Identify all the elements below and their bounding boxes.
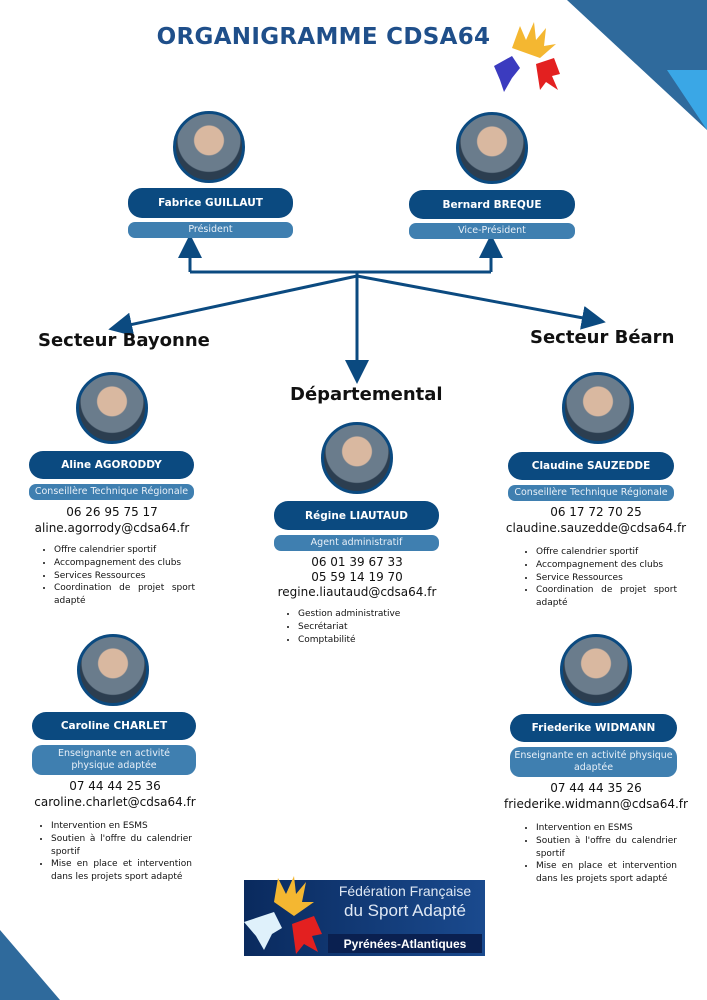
page-title: ORGANIGRAMME CDSA64 xyxy=(156,24,491,50)
sector-heading-bearn: Secteur Béarn xyxy=(530,327,675,348)
logo-line1: Fédération Française xyxy=(338,883,472,899)
email[interactable]: regine.liautaud@cdsa64.fr xyxy=(277,585,437,599)
role-pill: Agent administratif xyxy=(274,535,439,551)
contact-friederike: 07 44 44 35 26 friederike.widmann@cdsa64… xyxy=(496,780,696,812)
ffsa-logo: Fédération Française du Sport Adapté Pyr… xyxy=(244,876,485,956)
task: Mise en place et intervention dans les p… xyxy=(51,858,192,884)
cdsa-hands-logo-icon xyxy=(494,22,560,92)
task-list: Offre calendrier sportif Accompagnement … xyxy=(520,546,677,610)
task: Coordination de projet sport adapté xyxy=(54,582,195,608)
task: Offre calendrier sportif xyxy=(536,546,677,559)
task-list: Intervention en ESMS Soutien à l'offre d… xyxy=(35,820,192,884)
phone: 07 44 44 35 26 xyxy=(550,781,642,795)
decor-triangle xyxy=(0,930,60,1000)
contact-claudine: 06 17 72 70 25 claudine.sauzedde@cdsa64.… xyxy=(496,504,696,536)
phone: 06 26 95 75 17 xyxy=(66,505,158,519)
task: Accompagnement des clubs xyxy=(536,559,677,572)
phone: 07 44 44 25 36 xyxy=(69,779,161,793)
phone: 06 17 72 70 25 xyxy=(550,505,642,519)
name-pill: Régine LIAUTAUD xyxy=(274,501,439,530)
logo-line3: Pyrénées-Atlantiques xyxy=(328,934,482,953)
task: Services Ressources xyxy=(54,570,195,583)
sector-heading-bayonne: Secteur Bayonne xyxy=(38,330,210,351)
task: Mise en place et intervention dans les p… xyxy=(536,860,677,886)
avatar-bernard xyxy=(456,112,528,184)
task-list: Offre calendrier sportif Accompagnement … xyxy=(38,544,195,608)
email[interactable]: caroline.charlet@cdsa64.fr xyxy=(34,795,196,809)
task: Coordination de projet sport adapté xyxy=(536,584,677,610)
name-pill: Friederike WIDMANN xyxy=(510,714,677,742)
task: Secrétariat xyxy=(298,621,442,634)
task: Soutien à l'offre du calendrier sportif xyxy=(536,835,677,861)
task: Accompagnement des clubs xyxy=(54,557,195,570)
role-pill: Conseillère Technique Régionale xyxy=(29,484,194,500)
task: Intervention en ESMS xyxy=(51,820,192,833)
org-connectors xyxy=(108,234,606,384)
task: Comptabilité xyxy=(298,634,442,647)
task-list: Intervention en ESMS Soutien à l'offre d… xyxy=(520,822,677,886)
task-list: Gestion administrative Secrétariat Compt… xyxy=(282,608,442,646)
contact-caroline: 07 44 44 25 36 caroline.charlet@cdsa64.f… xyxy=(20,778,210,810)
task: Gestion administrative xyxy=(298,608,442,621)
role-pill: Conseillère Technique Régionale xyxy=(508,485,674,501)
role-pill: Enseignante en activité physique adaptée xyxy=(32,745,196,775)
role-pill: Enseignante en activité physique adaptée xyxy=(510,747,677,777)
contact-regine: 06 01 39 67 33 05 59 14 19 70 regine.lia… xyxy=(260,555,454,600)
phone: 05 59 14 19 70 xyxy=(311,570,403,584)
logo-line2: du Sport Adapté xyxy=(344,901,466,920)
avatar-caroline xyxy=(77,634,149,706)
name-pill: Caroline CHARLET xyxy=(32,712,196,740)
task: Offre calendrier sportif xyxy=(54,544,195,557)
role-pill: Président xyxy=(128,222,293,238)
name-pill: Bernard BREQUE xyxy=(409,190,575,219)
sector-heading-departemental: Départemental xyxy=(290,384,443,405)
task: Intervention en ESMS xyxy=(536,822,677,835)
avatar-aline xyxy=(76,372,148,444)
avatar-friederike xyxy=(560,634,632,706)
task: Soutien à l'offre du calendrier sportif xyxy=(51,833,192,859)
email[interactable]: aline.agorrody@cdsa64.fr xyxy=(34,521,190,535)
role-pill: Vice-Président xyxy=(409,223,575,239)
name-pill: Claudine SAUZEDDE xyxy=(508,452,674,480)
task: Service Ressources xyxy=(536,572,677,585)
decor-triangle xyxy=(667,70,707,130)
hands-logo-icon xyxy=(244,876,322,954)
email[interactable]: friederike.widmann@cdsa64.fr xyxy=(504,797,688,811)
name-pill: Aline AGORODDY xyxy=(29,451,194,479)
contact-aline: 06 26 95 75 17 aline.agorrody@cdsa64.fr xyxy=(20,504,204,536)
email[interactable]: claudine.sauzedde@cdsa64.fr xyxy=(505,521,687,535)
name-pill: Fabrice GUILLAUT xyxy=(128,188,293,218)
phone: 06 01 39 67 33 xyxy=(311,555,403,569)
avatar-fabrice xyxy=(173,111,245,183)
avatar-regine xyxy=(321,422,393,494)
avatar-claudine xyxy=(562,372,634,444)
